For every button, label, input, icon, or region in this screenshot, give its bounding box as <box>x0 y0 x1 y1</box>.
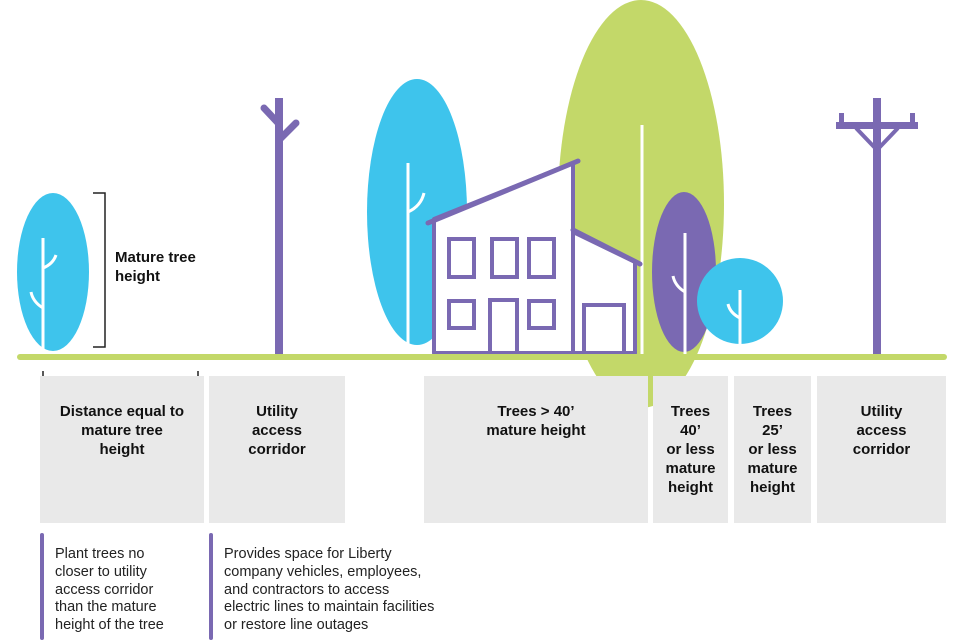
note-bar-right <box>209 533 213 640</box>
distance-box: Distance equal to mature tree height <box>40 376 204 523</box>
utility-corridor-label-right: Utility access corridor <box>852 403 911 458</box>
bare-pole-icon <box>260 98 300 360</box>
mature-height-label-line-1: Mature tree <box>115 249 196 266</box>
planting-note: Plant trees no closer to utility access … <box>55 546 164 634</box>
small-trees-label: Trees 25’ or less mature height <box>747 403 798 496</box>
mature-height-label: Mature tree height <box>115 249 200 285</box>
utility-corridor-box-right: Utility access corridor <box>817 376 946 523</box>
height-bracket-icon <box>93 192 106 348</box>
small-tree-icon <box>17 193 89 357</box>
small-cyan-tree-icon <box>697 258 783 357</box>
house-icon <box>425 158 643 355</box>
small-trees-box: Trees 25’ or less mature height <box>734 376 811 523</box>
utility-corridor-label-left: Utility access corridor <box>248 403 306 458</box>
utility-corridor-box-left: Utility access corridor <box>209 376 345 523</box>
note-bar-left <box>40 533 44 640</box>
mature-height-label-line-2: height <box>115 268 160 285</box>
tall-trees-box: Trees > 40’ mature height <box>424 376 648 523</box>
medium-trees-box: Trees 40’ or less mature height <box>653 376 728 523</box>
medium-trees-label: Trees 40’ or less mature height <box>665 403 716 496</box>
utility-pole-icon <box>836 98 918 358</box>
corridor-note: Provides space for Liberty company vehic… <box>224 546 435 634</box>
distance-box-label: Distance equal to mature tree height <box>59 403 185 458</box>
tall-trees-label: Trees > 40’ mature height <box>486 403 586 439</box>
